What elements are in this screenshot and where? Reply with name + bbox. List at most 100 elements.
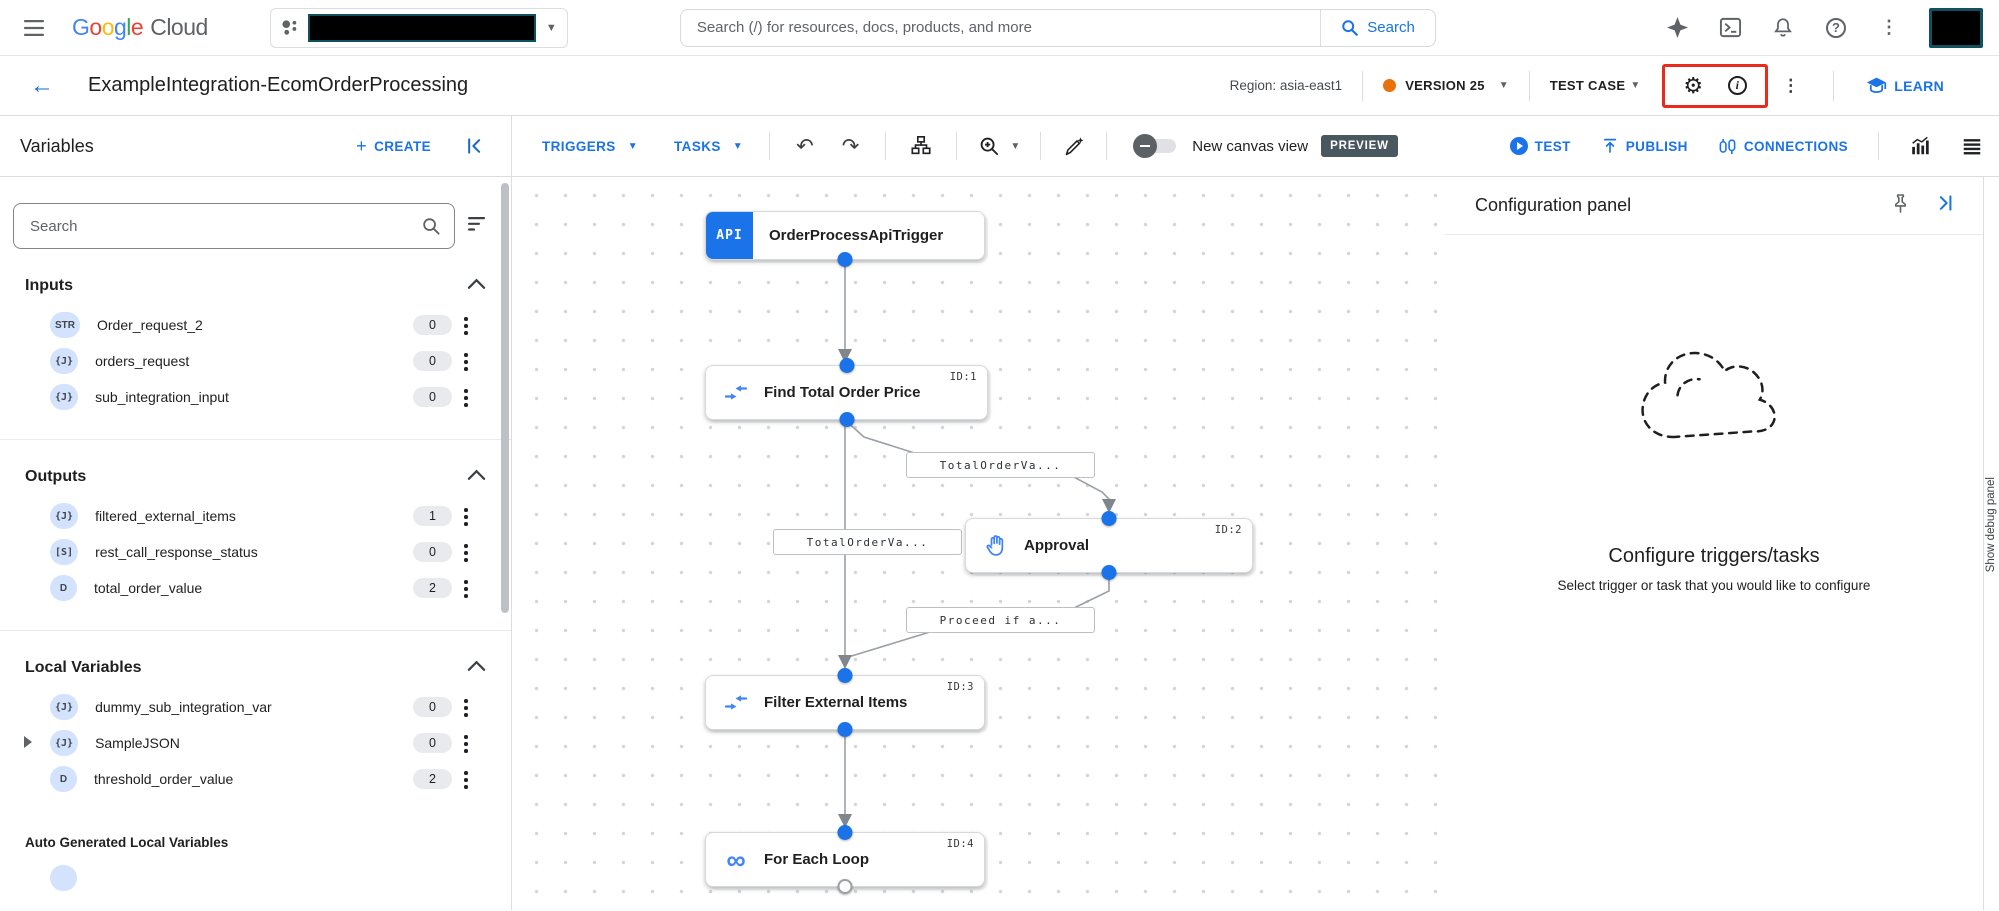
header-more-options-icon[interactable]: ⋮ — [1782, 75, 1800, 95]
variable-row[interactable]: {J} sub_integration_input 0 — [0, 379, 511, 415]
variable-type-badge: {J} — [50, 730, 79, 756]
divider — [956, 132, 958, 160]
variable-row[interactable]: {J} orders_request 0 — [0, 343, 511, 379]
node-filter-external-items[interactable]: Filter External Items ID:3 — [705, 668, 985, 737]
notifications-bell-icon[interactable] — [1770, 15, 1796, 41]
create-variable-button[interactable]: + CREATE — [356, 135, 431, 156]
test-button[interactable]: TEST — [1509, 137, 1571, 155]
auto-layout-icon[interactable] — [910, 135, 932, 157]
variables-search-input[interactable] — [14, 217, 422, 235]
learn-link[interactable]: LEARN — [1866, 76, 1944, 95]
variable-menu-icon[interactable] — [464, 580, 468, 601]
pin-icon[interactable] — [1892, 193, 1909, 219]
variable-menu-icon[interactable] — [464, 389, 468, 410]
hamburger-menu-icon[interactable] — [18, 12, 50, 44]
sidebar-scrollbar[interactable] — [501, 183, 509, 613]
redo-icon[interactable]: ↷ — [841, 134, 860, 158]
variable-menu-icon[interactable] — [464, 353, 468, 374]
edge-label[interactable]: Proceed if a... — [906, 607, 1095, 633]
flow-canvas[interactable]: TotalOrderVa... TotalOrderVa... Proceed … — [512, 177, 1445, 910]
expand-arrow-icon[interactable] — [24, 736, 32, 748]
node-find-total-order-price[interactable]: Find Total Order Price ID:1 — [705, 358, 988, 427]
new-canvas-view-toggle[interactable] — [1133, 134, 1179, 158]
logs-list-icon[interactable] — [1961, 135, 1983, 157]
connector-dot[interactable] — [837, 825, 853, 840]
test-case-dropdown[interactable]: TEST CASE ▼ — [1550, 78, 1641, 93]
connector-dot[interactable] — [1101, 565, 1117, 580]
chevron-up-icon[interactable] — [467, 277, 486, 295]
variable-menu-icon[interactable] — [464, 508, 468, 529]
variable-row-partial[interactable] — [0, 860, 511, 896]
variable-row[interactable]: {J} SampleJSON 0 — [0, 725, 511, 761]
more-options-icon[interactable]: ⋮ — [1880, 17, 1898, 37]
connector-dot[interactable] — [837, 722, 853, 737]
node-order-process-api-trigger[interactable]: API OrderProcessApiTrigger — [705, 211, 985, 267]
variable-row[interactable]: D total_order_value 2 — [0, 570, 511, 606]
back-arrow-icon[interactable]: ← — [30, 71, 54, 99]
variable-type-badge: {J} — [50, 503, 79, 529]
sort-variables-icon[interactable] — [468, 216, 488, 237]
variables-panel-title: Variables — [20, 135, 94, 156]
variable-menu-icon[interactable] — [464, 735, 468, 756]
publish-button[interactable]: PUBLISH — [1601, 137, 1688, 155]
usage-count-badge: 0 — [413, 315, 452, 335]
info-icon[interactable]: i — [1715, 67, 1759, 105]
chevron-down-icon: ▼ — [1010, 140, 1021, 152]
account-avatar[interactable] — [1929, 7, 1983, 48]
magic-edit-icon[interactable] — [1063, 136, 1084, 157]
node-approval[interactable]: Approval ID:2 — [965, 511, 1253, 580]
cloud-shell-icon[interactable] — [1717, 15, 1743, 41]
variable-row[interactable]: [S] rest_call_response_status 0 — [0, 534, 511, 570]
data-mapping-icon — [723, 381, 749, 405]
metrics-chart-icon[interactable] — [1909, 135, 1931, 157]
edge-label[interactable]: TotalOrderVa... — [906, 452, 1095, 478]
connector-dot[interactable] — [1101, 511, 1117, 526]
variable-row[interactable]: STR Order_request_2 0 — [0, 307, 511, 343]
global-search-input[interactable] — [680, 19, 1321, 36]
show-debug-panel-tab[interactable]: Show debug panel — [1983, 177, 1999, 910]
section-header-local-variables: Local Variables — [25, 659, 486, 677]
tasks-dropdown[interactable]: TASKS▼ — [674, 138, 744, 154]
help-icon[interactable]: ? — [1823, 15, 1849, 41]
triggers-dropdown[interactable]: TRIGGERS▼ — [542, 138, 639, 154]
usage-count-badge: 2 — [413, 769, 452, 789]
collapse-panel-icon[interactable] — [465, 136, 485, 156]
chevron-up-icon[interactable] — [467, 659, 486, 677]
variable-menu-icon[interactable] — [464, 699, 468, 720]
api-trigger-icon: API — [706, 212, 753, 259]
divider — [885, 132, 887, 160]
collapse-panel-right-icon[interactable] — [1935, 193, 1955, 218]
connector-dot[interactable] — [837, 879, 853, 894]
variable-menu-icon[interactable] — [464, 771, 468, 792]
project-selector[interactable]: ▼ — [269, 7, 568, 48]
variable-row[interactable]: {J} filtered_external_items 1 — [0, 498, 511, 534]
global-search-button[interactable]: Search — [1320, 9, 1435, 46]
node-id-label: ID:3 — [946, 681, 974, 693]
node-for-each-loop[interactable]: ∞ For Each Loop ID:4 — [705, 825, 985, 894]
configuration-panel-title: Configuration panel — [1475, 195, 1632, 215]
google-cloud-logo[interactable]: Google Cloud — [72, 14, 208, 40]
variable-row[interactable]: D threshold_order_value 2 — [0, 761, 511, 797]
node-id-label: ID:2 — [1214, 524, 1242, 536]
edge-label[interactable]: TotalOrderVa... — [773, 529, 962, 555]
divider — [769, 132, 771, 160]
node-id-label: ID:1 — [949, 371, 977, 383]
version-dropdown[interactable]: VERSION 25 ▼ — [1383, 78, 1509, 93]
variables-panel-header: Variables + CREATE — [0, 116, 512, 176]
variable-row[interactable]: {J} dummy_sub_integration_var 0 — [0, 689, 511, 725]
undo-icon[interactable]: ↶ — [796, 134, 814, 158]
variable-menu-icon[interactable] — [464, 544, 468, 565]
zoom-dropdown[interactable]: ▼ — [979, 136, 1020, 157]
divider — [1362, 70, 1364, 101]
version-status-dot — [1383, 79, 1397, 92]
gemini-icon[interactable] — [1664, 15, 1690, 41]
connector-dot[interactable] — [837, 668, 853, 683]
connector-dot[interactable] — [837, 252, 853, 267]
connector-dot[interactable] — [839, 358, 854, 373]
connector-dot[interactable] — [839, 412, 854, 427]
settings-gear-icon[interactable]: ⚙ — [1683, 72, 1704, 98]
connections-button[interactable]: CONNECTIONS — [1718, 137, 1848, 156]
variable-menu-icon[interactable] — [464, 317, 468, 338]
chevron-up-icon[interactable] — [467, 468, 486, 486]
